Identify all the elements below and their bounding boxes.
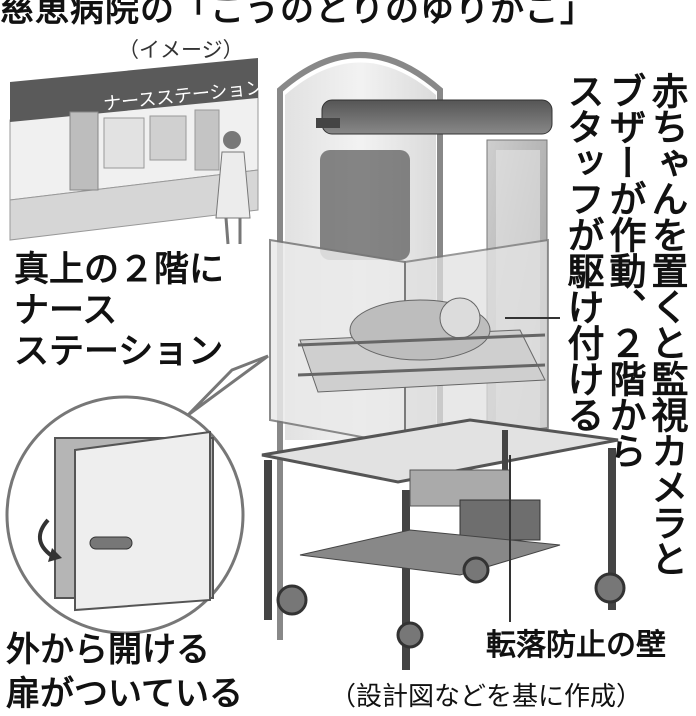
nurse-station-label: 真上の２階に ナース ステーション xyxy=(14,250,224,373)
nurse-station-label-line1: 真上の２階に xyxy=(14,250,225,290)
nurse-station-banner xyxy=(10,58,258,122)
staff-text-col1: 赤ちゃんを置くと監視カメラと xyxy=(645,72,688,576)
nurse-station-building xyxy=(9,58,259,245)
rotate-arrow-icon xyxy=(38,518,54,558)
nurse-station-label-line3: ステーション xyxy=(14,332,224,372)
diagram-title: 慈恵病院の「こうのとりのゆりかご」 xyxy=(0,0,595,30)
wall-label: 転落防止の壁 xyxy=(486,628,666,663)
staff-text-col2: ブザーが作動、２階から xyxy=(603,72,646,468)
cradle-illustration: ナースステーション xyxy=(5,52,626,670)
staff-text-col3: スタッフが駆け付ける xyxy=(561,72,604,432)
door-label-line2: 扉がついている xyxy=(6,674,243,714)
cradle-unit xyxy=(261,52,626,670)
door-handle-icon xyxy=(89,536,133,550)
door-panel xyxy=(74,430,211,612)
image-note: （イメージ） xyxy=(118,38,244,62)
door-callout xyxy=(5,354,269,635)
door-label: 外から開ける 扉がついている xyxy=(6,628,243,716)
nurse-station-label-line2: ナース xyxy=(14,291,118,331)
door-label-line1: 外から開ける xyxy=(6,630,210,670)
source-note: （設計図などを基に作成） xyxy=(330,682,643,712)
